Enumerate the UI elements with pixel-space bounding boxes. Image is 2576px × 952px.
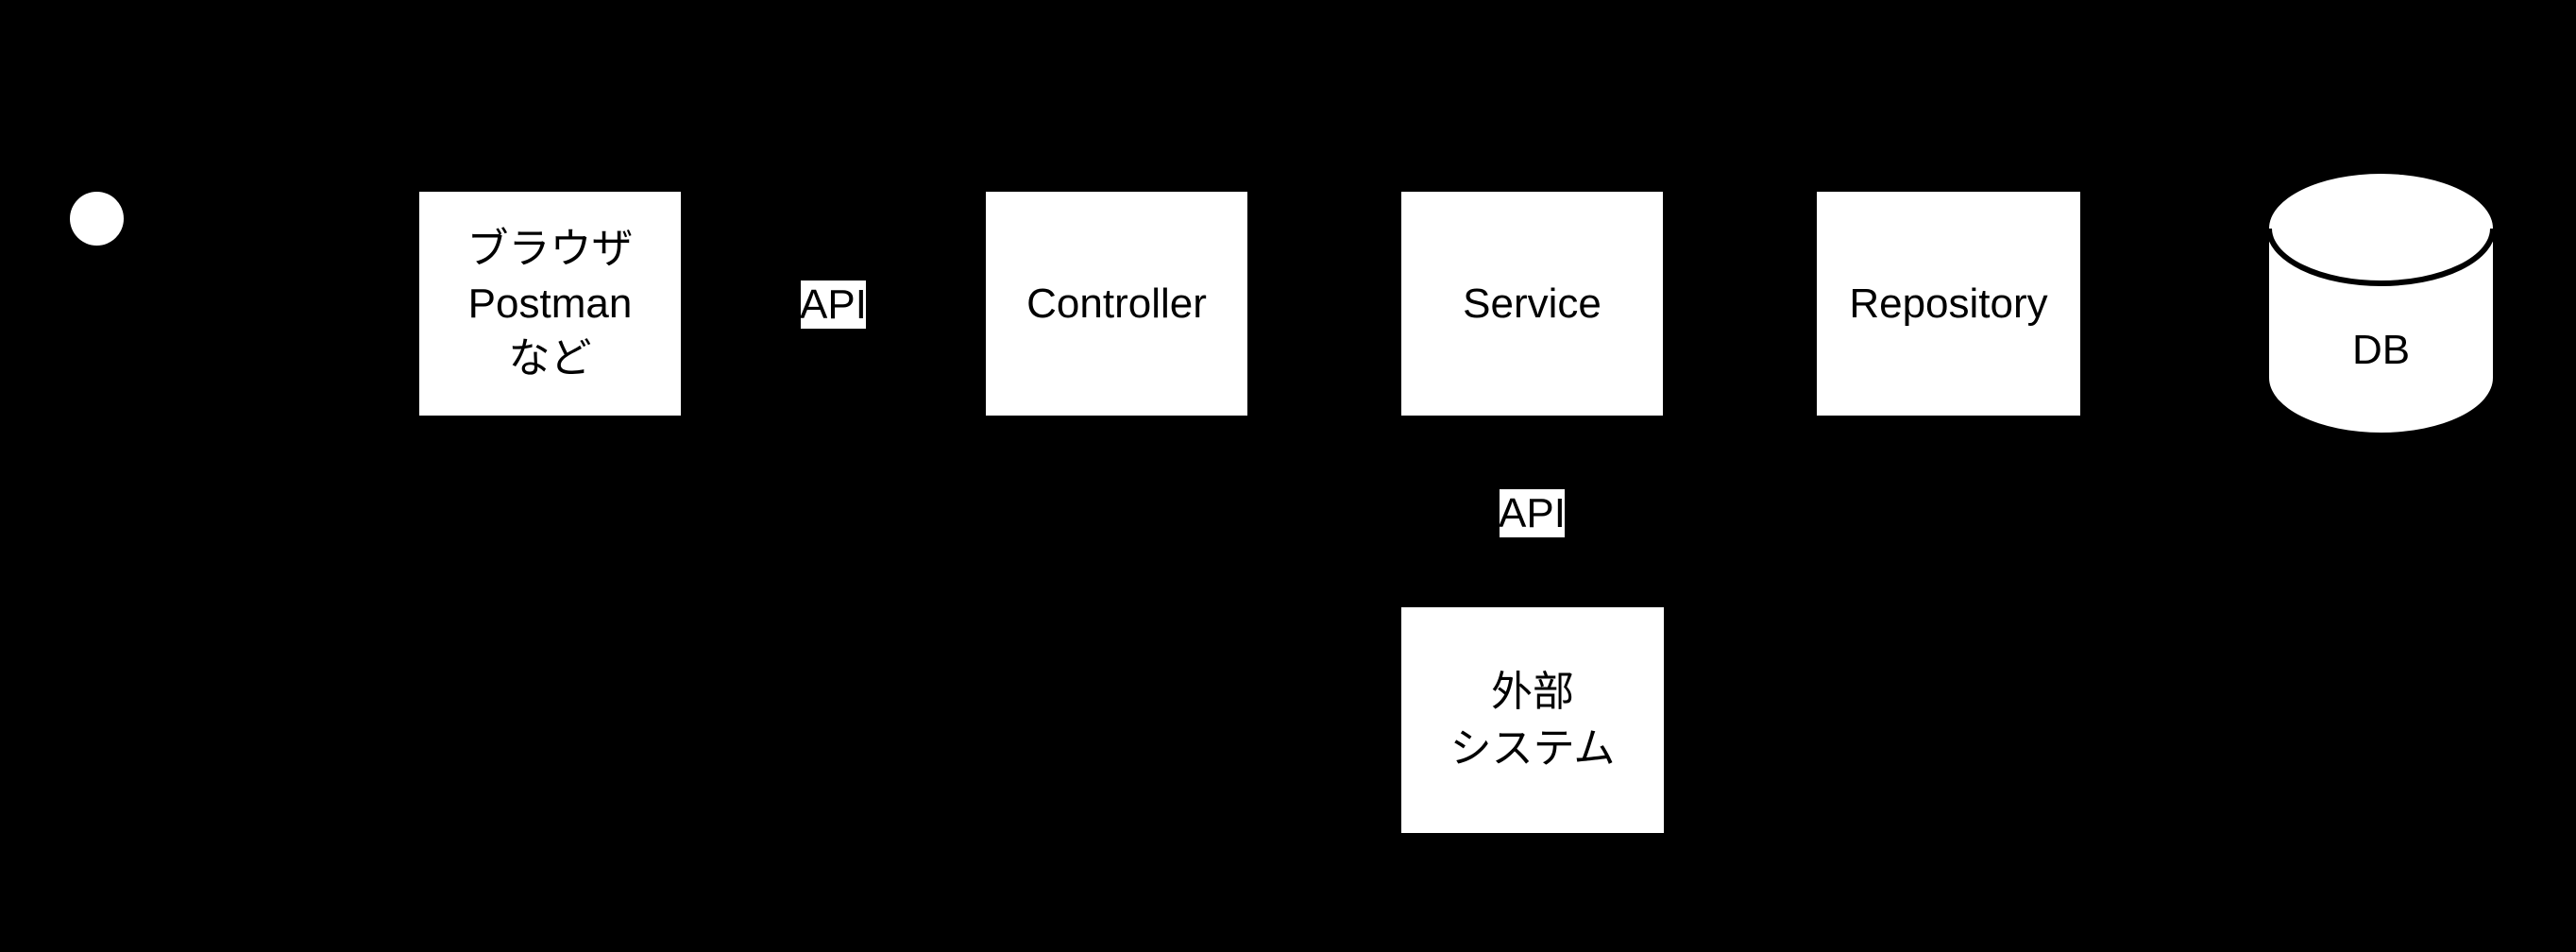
node-db-label: DB	[2351, 327, 2411, 373]
node-controller-label: Controller	[1026, 280, 1207, 327]
edge-label-api-lower: API	[1499, 489, 1566, 537]
db-cylinder-body	[2269, 229, 2493, 433]
node-client-label-line3: など	[508, 334, 592, 382]
db-cylinder-waist-arc	[2269, 228, 2493, 286]
edge-label-api-upper-text: API	[800, 281, 867, 328]
node-external-label-line1: 外部	[1491, 668, 1574, 715]
node-service-label: Service	[1463, 280, 1602, 327]
node-external-label-line2: システム	[1449, 724, 1616, 772]
edge-label-api-lower-text: API	[1499, 490, 1566, 536]
node-db-label-wrap: DB	[2269, 322, 2493, 379]
node-service-box: Service	[1401, 192, 1663, 416]
node-client-label-line2: Postman	[467, 280, 633, 327]
node-controller-box: Controller	[986, 192, 1247, 416]
node-client-label-line1: ブラウザ	[466, 225, 634, 272]
start-node-circle	[70, 192, 124, 246]
db-cylinder-top	[2269, 174, 2493, 283]
edge-label-api-upper: API	[800, 280, 867, 329]
database-cylinder-icon	[2269, 174, 2493, 433]
node-external-system-box: 外部 システム	[1401, 607, 1664, 833]
node-client-box: ブラウザ Postman など	[419, 192, 681, 416]
node-repository-label: Repository	[1849, 280, 2048, 327]
node-repository-box: Repository	[1817, 192, 2080, 416]
